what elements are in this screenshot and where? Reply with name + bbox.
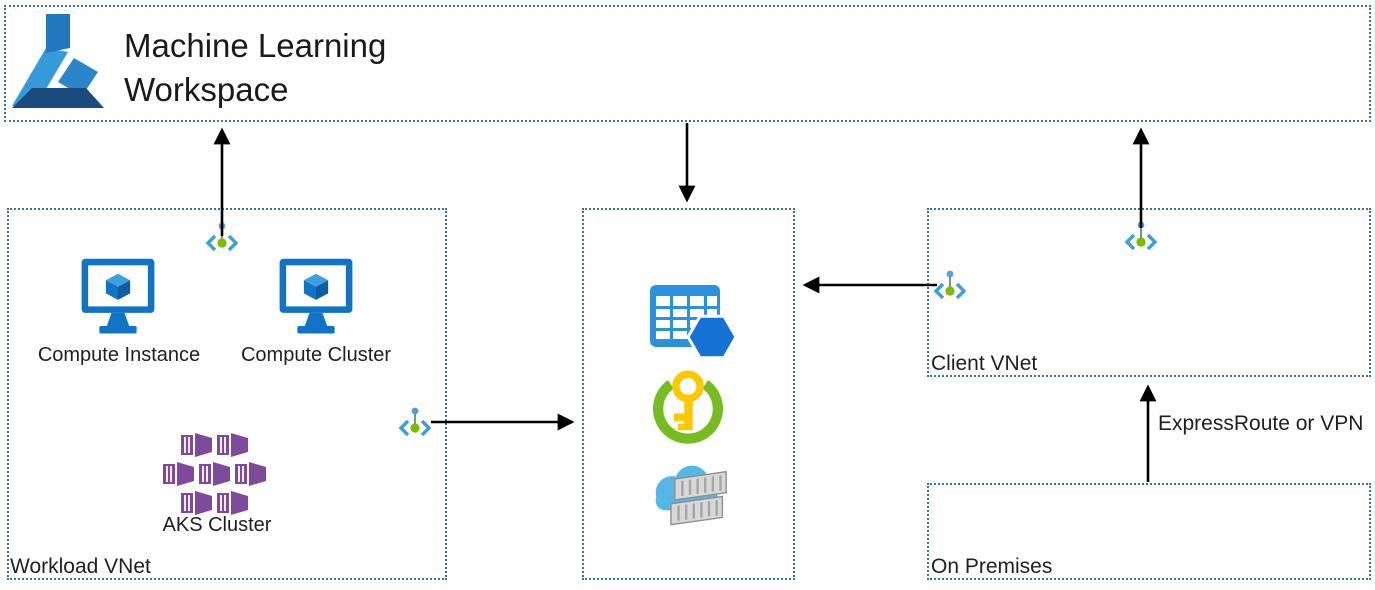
private-endpoint-icon-workload-right bbox=[398, 407, 432, 437]
aks-cluster-label: AKS Cluster bbox=[162, 514, 272, 536]
compute-cluster-icon bbox=[279, 258, 353, 334]
private-endpoint-icon-client-left bbox=[933, 270, 967, 300]
client-vnet-label: Client VNet bbox=[931, 352, 1038, 375]
compute-instance-label: Compute Instance bbox=[37, 344, 201, 366]
workload-vnet-box bbox=[7, 208, 447, 580]
private-endpoint-icon-client-top bbox=[1124, 221, 1158, 251]
on-premises-box bbox=[927, 483, 1371, 580]
compute-cluster-label: Compute Cluster bbox=[240, 344, 392, 366]
workload-vnet-label: Workload VNet bbox=[10, 555, 151, 578]
table-storage-icon bbox=[650, 285, 738, 360]
shared-services-box bbox=[582, 208, 795, 580]
on-premises-label: On Premises bbox=[931, 555, 1053, 578]
client-vnet-box bbox=[927, 208, 1371, 377]
page-title: Machine Learning Workspace bbox=[124, 27, 387, 108]
ml-workspace-box bbox=[4, 5, 1371, 122]
aks-cluster-icon bbox=[163, 432, 267, 516]
container-registry-icon bbox=[655, 465, 727, 526]
key-vault-icon bbox=[653, 370, 723, 444]
compute-instance-icon bbox=[81, 258, 155, 334]
private-endpoint-icon-workload-top bbox=[205, 222, 239, 252]
expressroute-label: ExpressRoute or VPN bbox=[1158, 412, 1364, 435]
machine-learning-icon bbox=[12, 14, 104, 108]
